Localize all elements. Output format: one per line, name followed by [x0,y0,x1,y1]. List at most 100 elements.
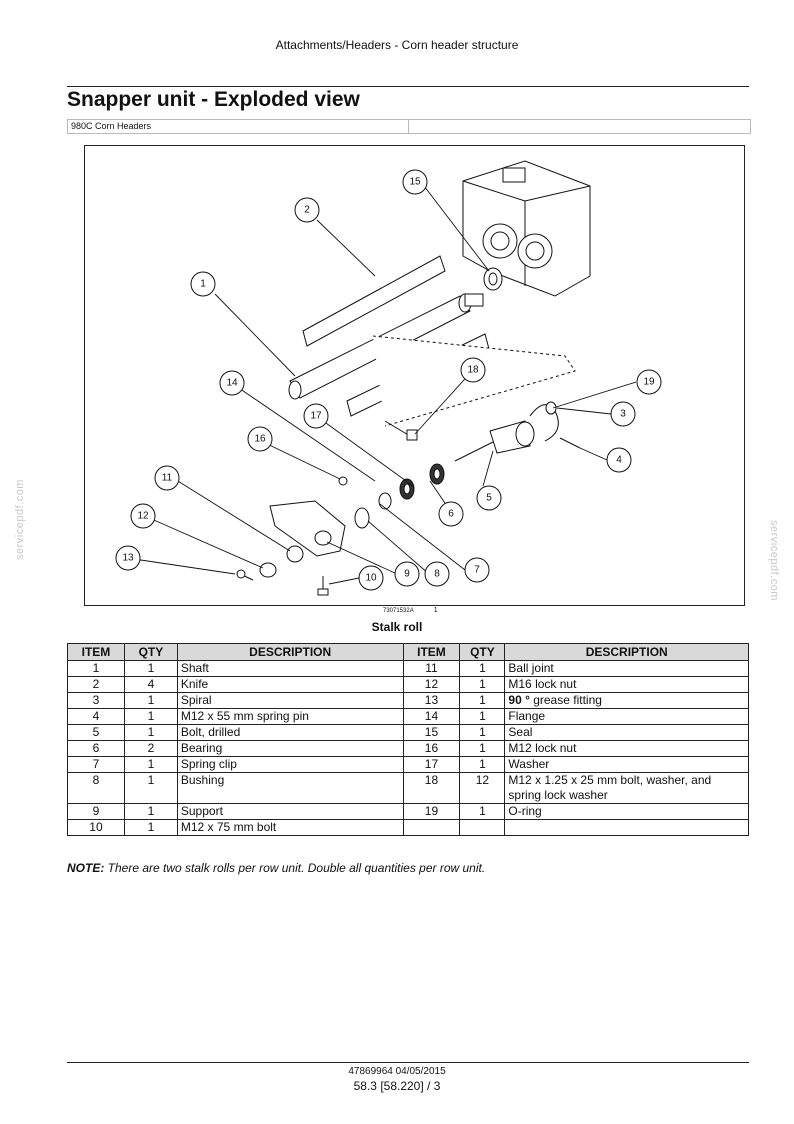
description-cell: Flange [504,708,749,725]
item-cell: 16 [402,740,461,757]
callout-3: 3 [610,401,636,427]
table-row: 6 2 Bearing 16 1 M12 lock nut [67,740,749,757]
description-cell: O-ring [504,803,749,820]
svg-text:7: 7 [474,565,480,576]
callout-14: 14 [219,370,245,396]
callout-2: 2 [294,197,320,223]
description-cell: M12 x 1.25 x 25 mm bolt, washer, and spr… [504,772,749,804]
description-cell: Bolt, drilled [176,724,404,741]
table-row: 10 1 M12 x 75 mm bolt [67,819,749,836]
bolt-drilled-part [454,420,535,462]
svg-text:19: 19 [643,377,655,388]
callout-15: 15 [402,169,428,195]
qty-cell: 1 [123,756,178,773]
item-cell: 2 [67,676,125,693]
item-cell: 13 [402,692,461,709]
exploded-view-drawing: 1 2 3 4 5 6 7 8 9 10 11 12 13 14 15 16 1… [115,160,662,596]
header-qty: QTY [459,643,506,661]
page-title: Snapper unit - Exploded view [67,88,360,111]
qty-cell: 1 [459,740,506,757]
description-text: grease fitting [529,693,602,707]
qty-cell: 1 [459,756,506,773]
model-extra [409,120,415,133]
header-item: ITEM [67,643,125,661]
leader-lines [133,181,637,585]
model-label: 980C Corn Headers [68,120,409,133]
callout-1: 1 [190,271,216,297]
svg-text:16: 16 [254,434,266,445]
description-cell [504,819,749,836]
table-row: 7 1 Spring clip 17 1 Washer [67,756,749,773]
footer-doc-number: 47869964 04/05/2015 [348,1066,446,1077]
callout-13: 13 [115,545,141,571]
item-cell: 11 [402,660,461,677]
qty-cell: 1 [459,724,506,741]
item-cell: 7 [67,756,125,773]
callout-12: 12 [130,503,156,529]
svg-text:10: 10 [365,573,377,584]
item-cell: 1 [67,660,125,677]
callout-4: 4 [606,447,632,473]
svg-text:15: 15 [409,177,421,188]
callout-9: 9 [394,561,420,587]
item-cell: 12 [402,676,461,693]
header-description: DESCRIPTION [176,643,404,661]
callout-7: 7 [464,557,490,583]
item-cell: 9 [67,803,125,820]
item-cell: 18 [402,772,461,804]
qty-cell: 1 [459,692,506,709]
description-cell: M12 x 75 mm bolt [176,819,404,836]
qty-cell [459,819,506,836]
svg-text:1: 1 [200,279,206,290]
qty-cell: 1 [123,692,178,709]
footer-rule [67,1062,749,1063]
item-cell: 3 [67,692,125,709]
model-bar: 980C Corn Headers [67,119,751,134]
header-rule [67,86,749,87]
description-cell: Bearing [176,740,404,757]
clip-bushing-parts [354,492,392,529]
item-cell: 14 [402,708,461,725]
svg-text:2: 2 [304,205,310,216]
table-row: 8 1 Bushing 18 12 M12 x 1.25 x 25 mm bol… [67,772,749,804]
callout-18: 18 [460,357,486,383]
watermark-right: servicepdf.com [768,520,780,601]
svg-text:6: 6 [448,509,454,520]
note-label: NOTE: [67,861,105,875]
qty-cell: 1 [123,772,178,804]
parts-table: ITEM QTY DESCRIPTION ITEM QTY DESCRIPTIO… [67,643,749,836]
description-cell: Ball joint [504,660,749,677]
svg-text:14: 14 [226,378,238,389]
description-cell: M12 lock nut [504,740,749,757]
svg-text:3: 3 [620,409,626,420]
callout-8: 8 [424,561,450,587]
svg-text:18: 18 [467,365,479,376]
note: NOTE: There are two stalk rolls per row … [67,861,485,875]
bolt-18-part [384,420,418,441]
table-header-row: ITEM QTY DESCRIPTION ITEM QTY DESCRIPTIO… [67,643,749,661]
description-cell: Spring clip [176,756,404,773]
svg-text:5: 5 [486,493,492,504]
header-item: ITEM [402,643,461,661]
item-cell: 8 [67,772,125,804]
ball-joint-parts [236,545,329,596]
svg-text:8: 8 [434,569,440,580]
svg-text:17: 17 [310,411,322,422]
description-cell: Knife [176,676,404,693]
item-cell: 17 [402,756,461,773]
item-cell: 5 [67,724,125,741]
description-cell: M12 x 55 mm spring pin [176,708,404,725]
description-cell: Spiral [176,692,404,709]
figure-number: 1 [433,607,438,614]
note-text: There are two stalk rolls per row unit. … [104,861,486,875]
description-cell: 90 ° grease fitting [504,692,749,709]
description-cell: Support [176,803,404,820]
table-row: 5 1 Bolt, drilled 15 1 Seal [67,724,749,741]
callout-10: 10 [358,565,384,591]
qty-cell: 1 [123,724,178,741]
table-row: 9 1 Support 19 1 O-ring [67,803,749,820]
header-description: DESCRIPTION [504,643,749,661]
qty-cell: 12 [459,772,506,804]
knife-upper-part [302,255,446,347]
